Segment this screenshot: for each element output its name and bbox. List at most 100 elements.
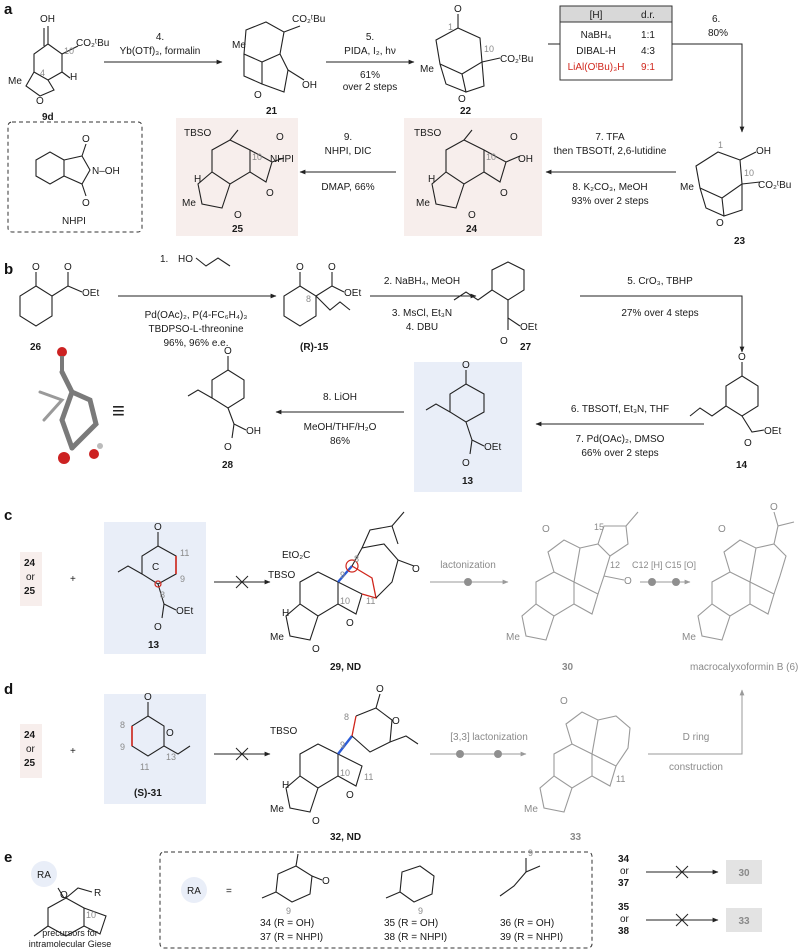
structure-27: O OEt: [453, 261, 537, 347]
atom-o: O: [624, 576, 632, 587]
structure-30: O 15 12 O Me: [506, 511, 639, 643]
atom-number-8: 8: [354, 554, 359, 564]
equivalence-symbol: ≡: [112, 398, 125, 423]
atom-number-10: 10: [252, 152, 262, 162]
structure-26: O O OEt: [19, 262, 99, 327]
step5-conditions: PIDA, I₂, hν: [344, 46, 396, 57]
atom-o: O: [462, 458, 470, 469]
atom-h: H: [282, 780, 289, 791]
compound-label-13: 13: [462, 476, 474, 487]
step9-conditions2: DMAP, 66%: [321, 182, 374, 193]
atom-h: H: [282, 608, 289, 619]
route2-from-35: 35: [618, 902, 630, 913]
option1-label1: 34 (R = OH): [260, 918, 314, 929]
atom-number-8: 8: [160, 590, 165, 600]
reactant-24: 24: [24, 558, 36, 569]
option2-label2: 38 (R = NHPI): [384, 932, 447, 943]
precursor-caption-line1: precursors for: [42, 928, 98, 938]
step1-yield: 96%, 96% e.e.: [163, 338, 228, 349]
atom-o: O: [166, 728, 174, 739]
precursor-caption-line2: intramolecular Giese: [29, 939, 112, 949]
atom-o: O: [312, 816, 320, 827]
structure-macrocalyxoformin-b: O O Me: [682, 502, 795, 643]
atom-number-10: 10: [64, 46, 74, 56]
structure-option-3: 9: [499, 848, 541, 897]
atom-number-4: 4: [40, 68, 45, 78]
atom-h: H: [194, 174, 201, 185]
step6-text: 6. TBSOTf, Et₃N, THF: [571, 404, 669, 415]
atom-me: Me: [416, 198, 430, 209]
r-group: R: [94, 888, 101, 899]
intermediate-dot: [648, 578, 656, 586]
atom-oet: OEt: [344, 288, 361, 299]
ra-label: RA: [187, 886, 201, 897]
intermediate-dot: [464, 578, 472, 586]
step3-text: 3. MsCl, Et₃N: [392, 308, 452, 319]
atom-number-1: 1: [718, 140, 723, 150]
atom-o: O: [510, 132, 518, 143]
compound-label-29: 29, ND: [330, 662, 361, 673]
atom-o: O: [36, 96, 44, 107]
tbso-label: TBSO: [414, 128, 441, 139]
tbso-label: TBSO: [268, 570, 295, 581]
atom-me: Me: [270, 804, 284, 815]
ra-label: RA: [37, 870, 51, 881]
structure-13: O OEt O C 11 9 8: [117, 522, 193, 633]
reactant-or: or: [26, 744, 36, 755]
compound-label-22: 22: [460, 106, 472, 117]
atom-o: O: [500, 336, 508, 347]
atom-o: O: [412, 564, 420, 575]
step5-number: 5.: [366, 32, 374, 43]
option1-label2: 37 (R = NHPI): [260, 932, 323, 943]
step1-line1: Pd(OAc)₂, P(4-FC₆H₄)₃: [145, 310, 248, 321]
panel-letter-b: b: [4, 261, 13, 278]
eto2c-label: EtO₂C: [282, 550, 310, 561]
tbso-label: TBSO: [270, 726, 297, 737]
step8-text: 8. K₂CO₃, MeOH: [572, 182, 647, 193]
equals-sign: =: [226, 886, 232, 897]
step7-text2: then TBSOTf, 2,6-lutidine: [554, 146, 667, 157]
atom-o: O: [744, 438, 752, 449]
atom-o: O: [462, 360, 470, 371]
table-header-reagent: [H]: [590, 10, 603, 21]
atom-o: O: [716, 218, 724, 229]
structure-21: CO₂ᵗBu Me OH O: [232, 14, 325, 101]
atom-oet: OEt: [520, 322, 537, 333]
atom-h: H: [70, 72, 77, 83]
intermediate-dot: [672, 578, 680, 586]
atom-o: O: [296, 262, 304, 273]
atom-oet: OEt: [764, 426, 781, 437]
step1-number: 1.: [160, 254, 168, 265]
atom-o: O: [82, 198, 90, 209]
atom-o: O: [234, 210, 242, 221]
atom-number-11: 11: [364, 772, 373, 782]
atom-me: Me: [680, 182, 694, 193]
route2-target: 33: [738, 916, 750, 927]
atom-number-9: 9: [340, 570, 345, 580]
atom-o: O: [346, 618, 354, 629]
structure-option-2: 9: [385, 865, 435, 916]
atom-me: Me: [270, 632, 284, 643]
atom-me: Me: [420, 64, 434, 75]
compound-label-32: 32, ND: [330, 832, 361, 843]
structure-31: O O 8 9 11 13: [120, 692, 191, 772]
table-row-reagent-highlight: LiAl(OᵗBu)₃H: [568, 62, 625, 73]
atom-oh: OH: [302, 80, 317, 91]
structure-9d: OH CO₂ᵗBu 10 H Me 4 O: [8, 14, 109, 107]
structure-option-1: O 9: [261, 853, 330, 916]
atom-o: O: [542, 524, 550, 535]
step8-yield: 86%: [330, 436, 350, 447]
panel-letter-e: e: [4, 849, 12, 866]
table-row-dr: 1:1: [641, 30, 655, 41]
target-box-33: [726, 908, 762, 932]
atom-o: O: [738, 352, 746, 363]
reaction-arrow-step5: [580, 295, 745, 353]
nhpi-caption: NHPI: [62, 216, 86, 227]
reactant-25: 25: [24, 758, 36, 769]
atom-o: O: [468, 210, 476, 221]
atom-o: O: [82, 134, 90, 145]
step7-text: 7. TFA: [595, 132, 625, 143]
atom-o: O: [64, 262, 72, 273]
atom-o: O: [254, 90, 262, 101]
step1-reagent: HO: [178, 254, 193, 265]
